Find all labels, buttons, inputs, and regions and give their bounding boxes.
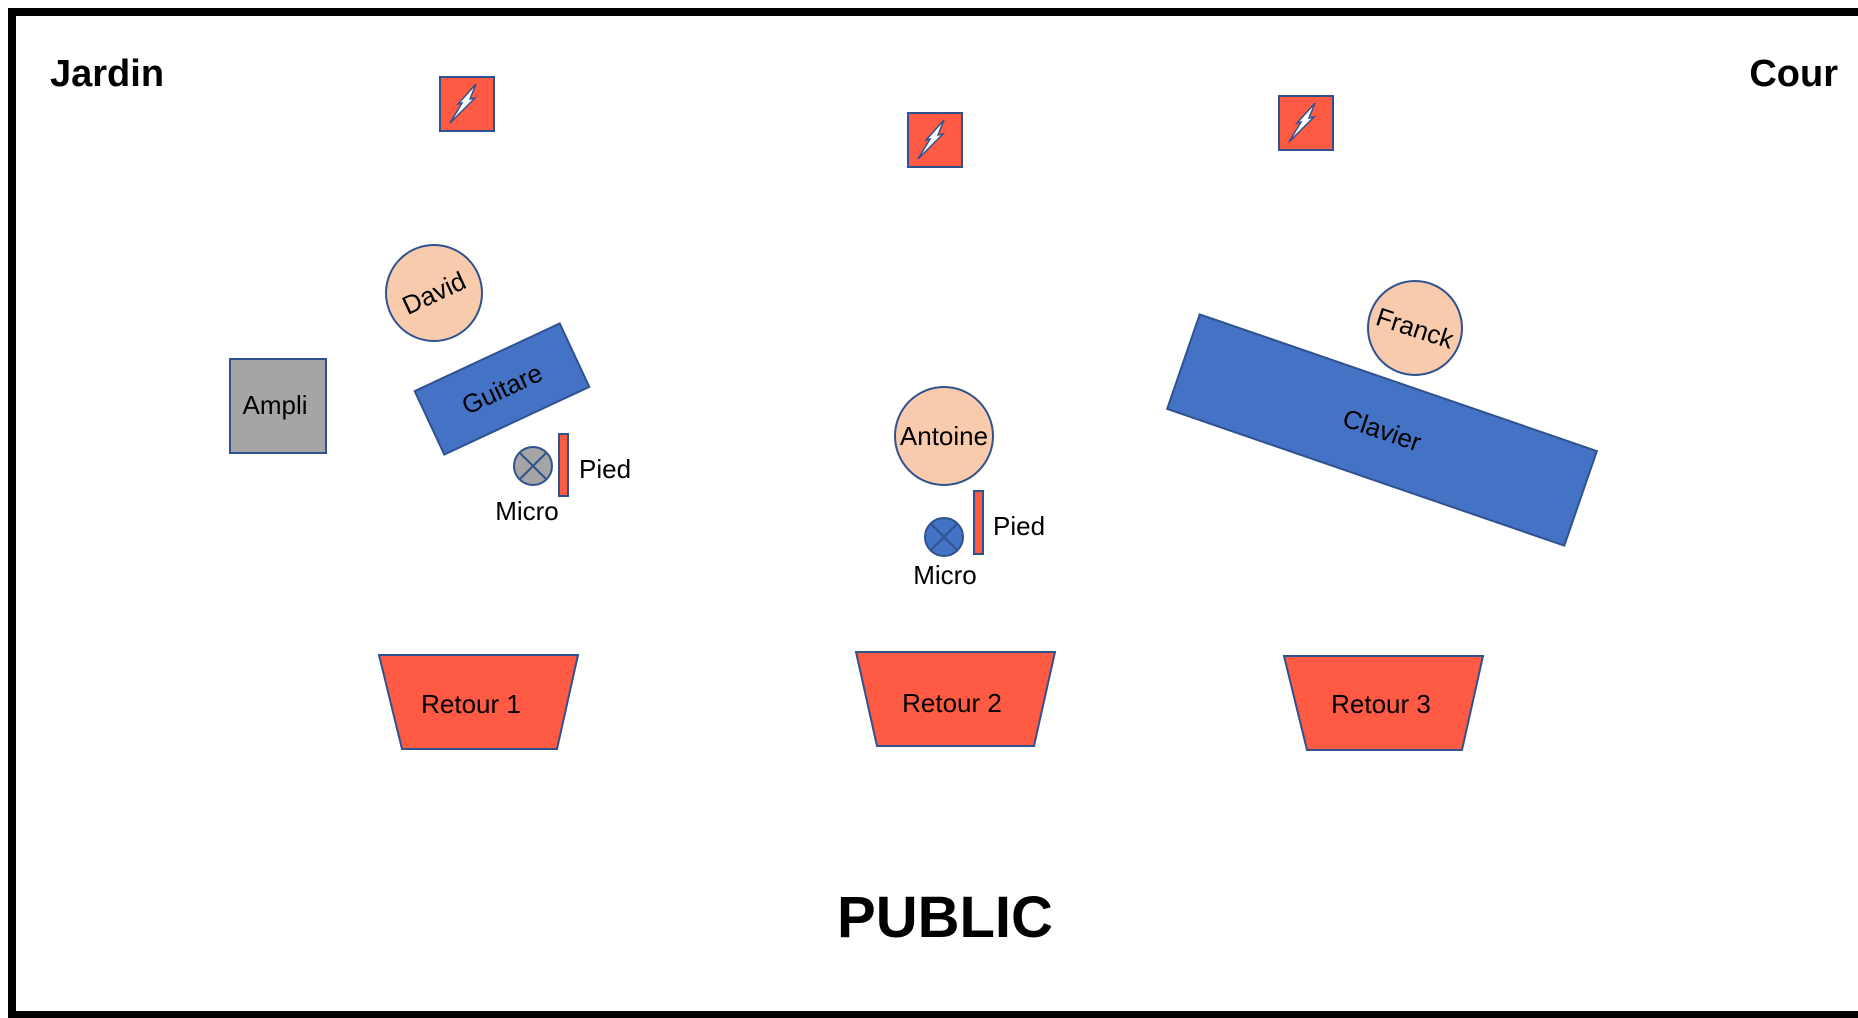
amp: Ampli: [229, 358, 327, 454]
monitor-3-label: Retour 3: [1331, 689, 1431, 719]
mic-stand-1-label: Pied: [579, 454, 631, 484]
mic-stand-2: [973, 490, 984, 555]
mic-2-icon: [924, 517, 964, 557]
audience-label: PUBLIC: [837, 885, 1053, 950]
stage-border: [8, 8, 1858, 1018]
monitor-1: Retour 1: [377, 654, 580, 750]
keyboard: Clavier: [1165, 313, 1599, 547]
power-outlet-3-icon: [1278, 95, 1334, 151]
amp-label: Ampli: [242, 390, 307, 420]
power-outlet-2-icon: [907, 112, 963, 168]
corner-label-cour: Cour: [1749, 53, 1838, 95]
mic-stand-2-label: Pied: [993, 511, 1045, 541]
monitor-1-label: Retour 1: [421, 689, 521, 719]
monitor-3: Retour 3: [1282, 655, 1485, 751]
mic-1-label: Micro: [495, 496, 559, 526]
monitor-2-label: Retour 2: [902, 688, 1002, 718]
guitar: Guitare: [413, 322, 591, 456]
musician-franck: Franck: [1367, 280, 1463, 376]
mic-2-label: Micro: [913, 560, 977, 590]
musician-label-antoine: Antoine: [900, 421, 988, 451]
mic-1: Pied Micro: [495, 433, 631, 526]
monitor-2: Retour 2: [854, 651, 1057, 747]
musician-antoine: Antoine: [894, 386, 994, 486]
mic-stand-1: [558, 433, 569, 497]
mic-1-icon: [513, 446, 553, 486]
power-outlet-1-icon: [439, 76, 495, 132]
mic-2: Pied Micro: [913, 490, 1045, 590]
corner-label-jardin: Jardin: [50, 53, 164, 95]
musician-david: David: [385, 244, 483, 342]
